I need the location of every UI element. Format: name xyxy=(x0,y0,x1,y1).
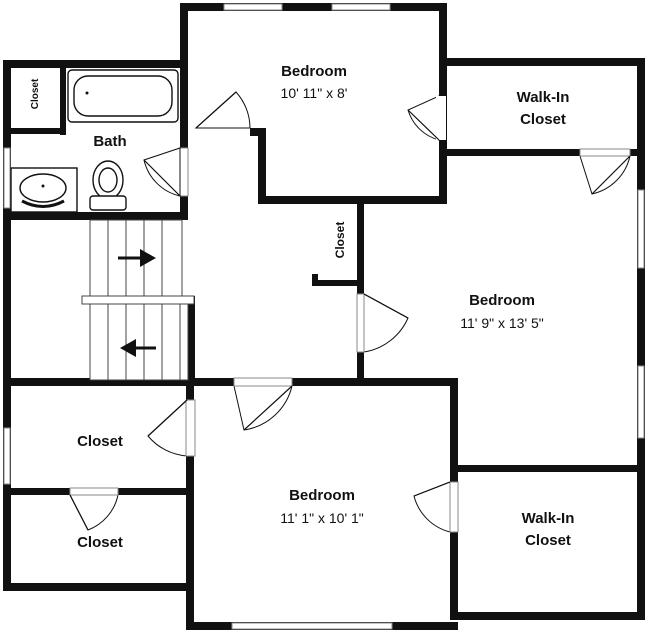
window xyxy=(3,427,11,485)
window xyxy=(331,3,391,11)
window xyxy=(3,147,11,209)
stair-landing-rail xyxy=(81,295,195,305)
room-name-bedroom-top: Bedroom xyxy=(281,63,347,80)
room-name-walkin-top-2: Closet xyxy=(520,111,566,128)
toilet-seat-icon xyxy=(98,167,118,193)
room-name-walkin-bottom-1: Walk-In xyxy=(522,510,575,527)
bathtub-basin xyxy=(73,75,173,117)
door-right-bedroom xyxy=(356,293,409,353)
door-right-bedroom-closet xyxy=(579,148,631,195)
wall-segment xyxy=(3,583,194,591)
arrow-left-icon xyxy=(120,339,156,357)
room-dims-bedroom-top: 10' 11" x 8' xyxy=(281,85,348,101)
wall-segment xyxy=(3,128,66,134)
wall-segment xyxy=(250,128,266,136)
window xyxy=(231,622,393,630)
wall-segment xyxy=(447,149,645,156)
wall-segment xyxy=(457,465,645,472)
sink-icon xyxy=(19,173,67,203)
wall-segment xyxy=(450,612,645,620)
wall-segment xyxy=(3,60,11,590)
room-name-closet-left-lower: Closet xyxy=(77,534,123,551)
doors xyxy=(69,91,631,533)
wall-segment xyxy=(60,60,66,135)
door-closet-left-lower xyxy=(69,487,119,531)
stair-run-lower xyxy=(89,303,189,381)
door-closet-left-upper xyxy=(147,398,196,457)
door-bath xyxy=(143,147,181,197)
wall-segment xyxy=(180,3,188,135)
door-walkin-top xyxy=(407,95,446,141)
room-labels: Bedroom 10' 11" x 8' Walk-In Closet Bath… xyxy=(30,63,574,551)
room-name-bath: Bath xyxy=(93,133,126,150)
wall-segment xyxy=(187,296,195,382)
wall-segment xyxy=(637,58,645,620)
wall-segment xyxy=(186,378,194,630)
wall-segment xyxy=(3,378,194,386)
room-name-closet-bath: Closet xyxy=(30,78,41,109)
wall-segment xyxy=(180,3,447,11)
room-name-bedroom-bottom: Bedroom xyxy=(289,487,355,504)
bath-fixtures xyxy=(10,69,179,213)
wall-segment xyxy=(439,58,645,66)
staircase xyxy=(81,219,195,381)
window xyxy=(223,3,283,11)
faucet-icon xyxy=(21,199,65,208)
drain-icon xyxy=(41,184,45,188)
drain-icon xyxy=(85,91,89,95)
room-name-closet-left-upper: Closet xyxy=(77,433,123,450)
door-bottom-bedroom xyxy=(233,377,293,431)
door-hall-closet xyxy=(312,204,318,274)
door-top-bedroom xyxy=(194,91,251,129)
wall-segment xyxy=(357,196,364,386)
room-name-walkin-bottom-2: Closet xyxy=(525,532,571,549)
room-name-walkin-top-1: Walk-In xyxy=(517,89,570,106)
arrow-right-icon xyxy=(118,249,156,267)
wall-segment xyxy=(186,378,458,386)
room-dims-bedroom-right: 11' 9" x 13' 5" xyxy=(460,315,544,331)
room-dims-bedroom-bottom: 11' 1" x 10' 1" xyxy=(280,510,364,526)
windows xyxy=(3,3,645,630)
door-walkin-bottom xyxy=(413,481,459,533)
wall-segment xyxy=(258,128,266,204)
room-name-closet-hall: Closet xyxy=(333,222,347,259)
window xyxy=(637,189,645,269)
window xyxy=(637,365,645,439)
wall-segment xyxy=(3,212,187,220)
wall-segment xyxy=(312,280,362,286)
wall-segment xyxy=(258,196,447,204)
room-name-bedroom-right: Bedroom xyxy=(469,292,535,309)
toilet-tank-icon xyxy=(89,195,127,211)
wall-segment xyxy=(3,60,187,68)
